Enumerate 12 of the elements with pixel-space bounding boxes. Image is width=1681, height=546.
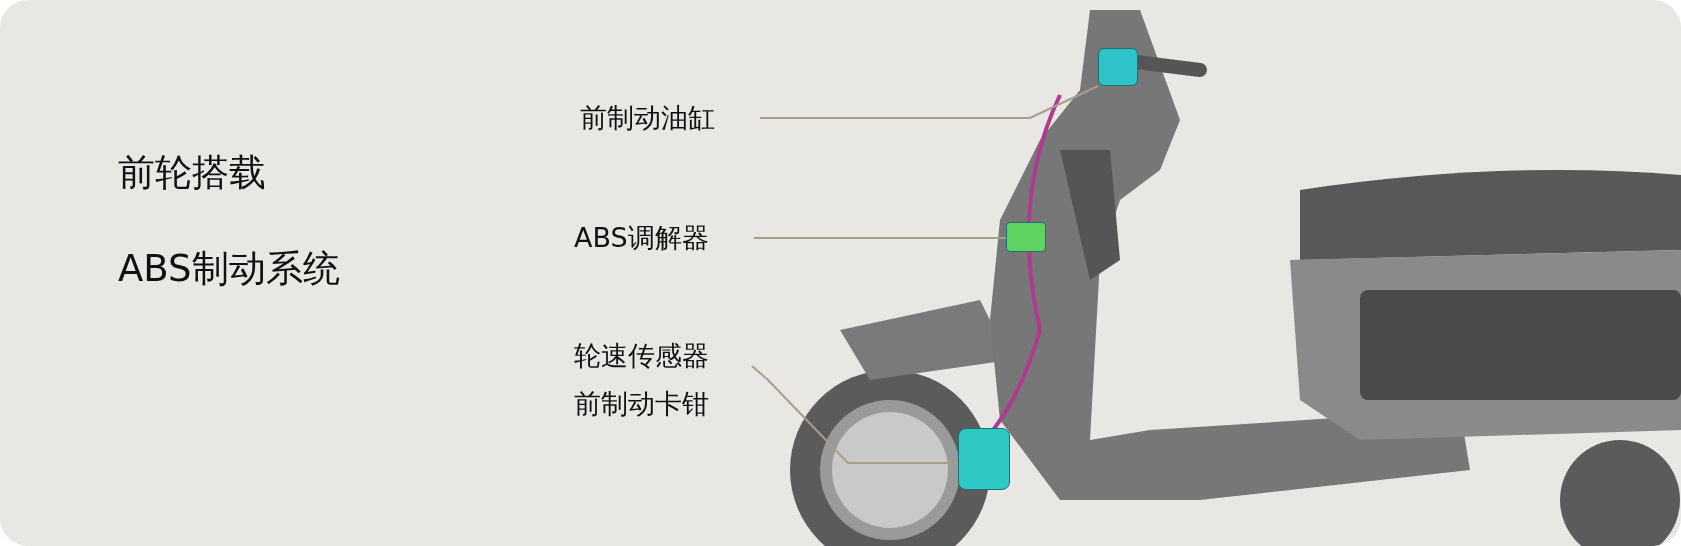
part-label: ABS调解器 — [574, 221, 709, 255]
brake-cylinder-part — [1098, 48, 1138, 86]
abs-module-part — [1006, 222, 1046, 252]
part-label: 前制动卡钳 — [574, 387, 709, 421]
leader-line — [753, 237, 1007, 239]
subtitle: ABS制动系统 — [118, 246, 340, 292]
leader-line — [759, 85, 1099, 119]
leader-line — [751, 365, 959, 464]
title: 前轮搭载 — [118, 150, 267, 196]
brake-caliper-part — [958, 428, 1010, 490]
part-label: 轮速传感器 — [574, 339, 709, 373]
part-label: 前制动油缸 — [580, 101, 715, 135]
